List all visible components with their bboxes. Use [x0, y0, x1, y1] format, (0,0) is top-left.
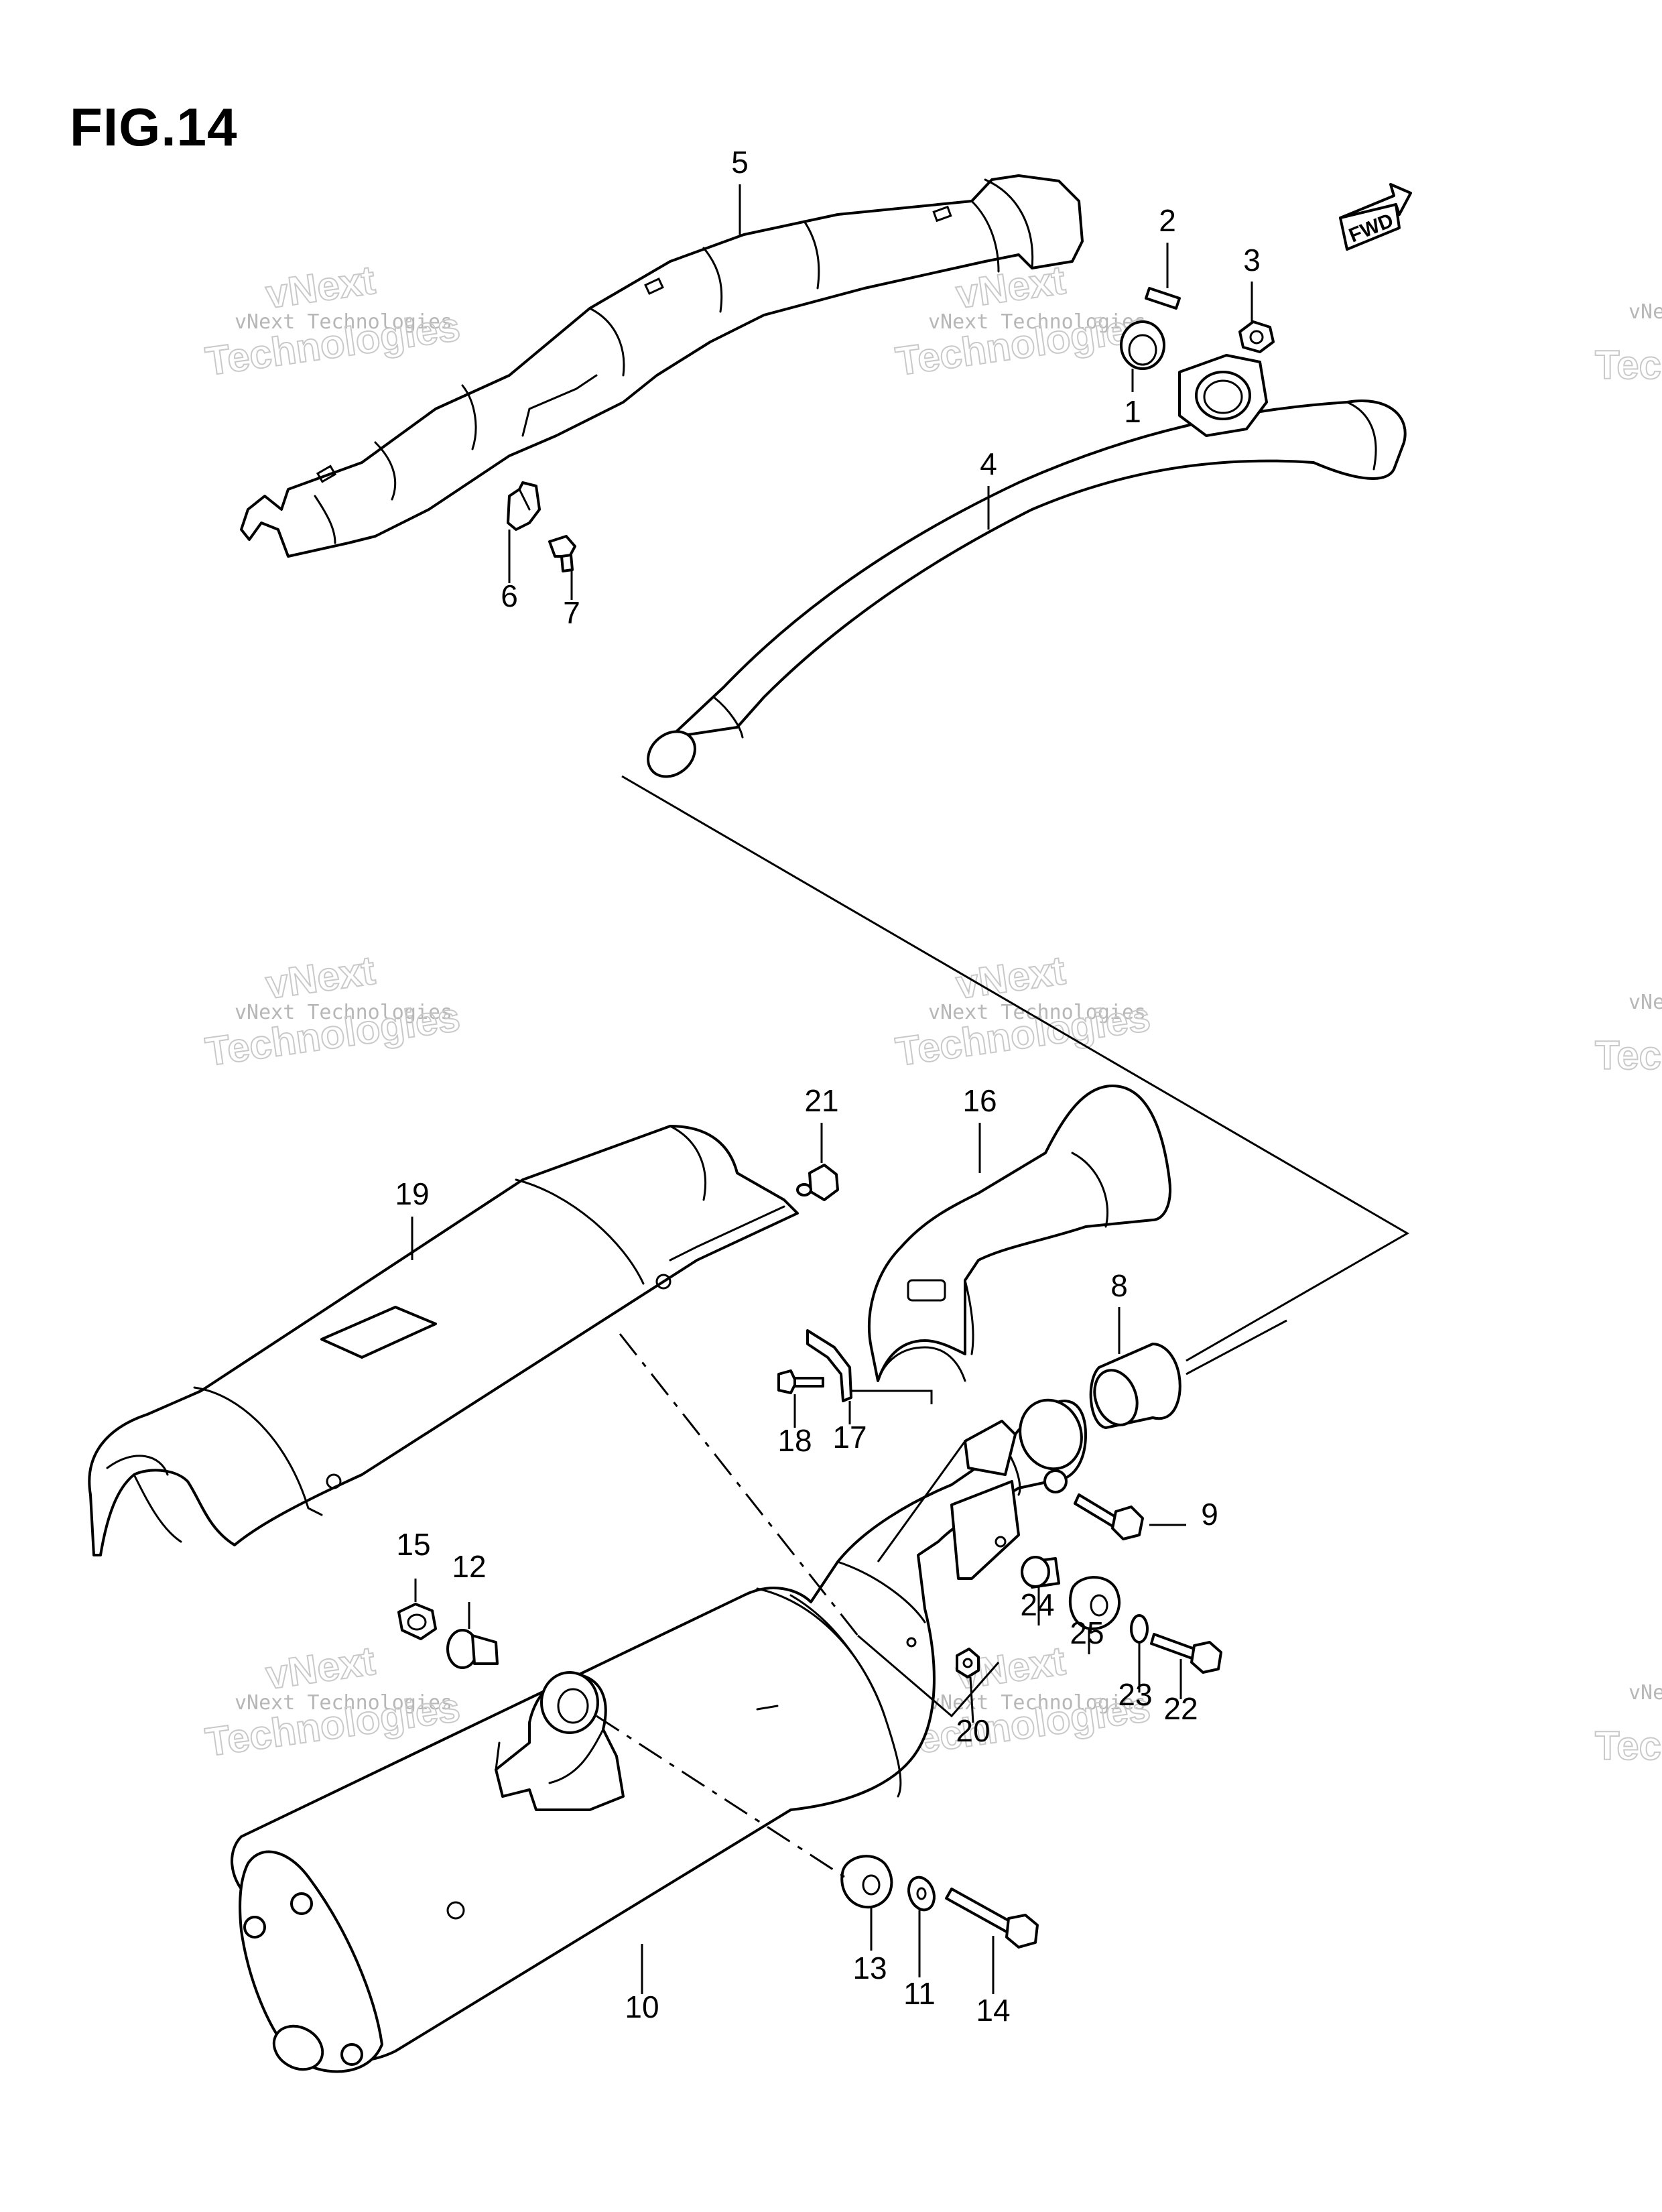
- callout-number-9: 9: [1201, 1497, 1218, 1532]
- callout-number-11: 11: [903, 1976, 936, 2011]
- stud-bolt: [1145, 287, 1181, 310]
- callout-number-13: 13: [852, 1951, 887, 1985]
- watermark-text: vNext Technologies: [235, 1691, 452, 1715]
- watermark-text: vNext Technologies: [928, 1001, 1146, 1024]
- watermark-edge: vNe: [1628, 991, 1662, 1014]
- watermark-text: vNext Technologies: [235, 1001, 452, 1024]
- callout-number-7: 7: [563, 595, 580, 630]
- callout-number-14: 14: [976, 1993, 1010, 2028]
- joint-bolt: [1074, 1493, 1186, 1540]
- shield-clamp: [507, 481, 541, 531]
- shield-bolt: [548, 535, 576, 572]
- callout-number-8: 8: [1110, 1268, 1128, 1303]
- muffler-heat-shield: [88, 1125, 799, 1556]
- watermark-text: vNext Technologies: [928, 310, 1146, 334]
- mounting-bolt-upper: [1150, 1633, 1222, 1699]
- figure-title: FIG.14: [70, 97, 238, 157]
- callout-number-15: 15: [396, 1527, 430, 1562]
- washer: [1130, 1614, 1149, 1693]
- leader-line: [857, 1634, 1000, 1718]
- watermark-edge: Tec: [1595, 1723, 1661, 1768]
- watermark-edge: Tec: [1595, 343, 1661, 387]
- callout-number-6: 6: [501, 578, 518, 613]
- callout-number-2: 2: [1159, 203, 1176, 238]
- watermark-top: vNext: [263, 257, 377, 317]
- callout-number-10: 10: [625, 1989, 659, 2024]
- watermark-edge: Tec: [1595, 1033, 1661, 1078]
- callout-number-12: 12: [452, 1549, 486, 1584]
- watermark-edge: vNe: [1628, 1681, 1662, 1705]
- callout-number-23: 23: [1118, 1677, 1152, 1712]
- gasket: [1120, 320, 1165, 370]
- watermark-top: vNext: [953, 948, 1068, 1007]
- muffler-nut: [956, 1648, 980, 1723]
- rubber-cushion: [1068, 1576, 1121, 1654]
- pipe-joint-gasket: [1089, 1319, 1287, 1429]
- watermark-top: vNext: [263, 948, 377, 1007]
- callout-number-20: 20: [956, 1713, 990, 1748]
- leader-lines: [411, 184, 1253, 1994]
- callout-number-5: 5: [731, 145, 749, 180]
- callout-number-25: 25: [1070, 1615, 1104, 1650]
- watermark-text: vNext Technologies: [235, 310, 452, 334]
- hanger-cushion: [840, 1855, 893, 1951]
- fwd-arrow-icon: FWD: [1339, 183, 1412, 251]
- callout-number-3: 3: [1243, 243, 1261, 278]
- hanger-bolt: [945, 1888, 1039, 1994]
- watermark-top: vNext: [263, 1638, 377, 1698]
- muffler: [231, 1398, 1087, 2073]
- watermark-edge: vNe: [1628, 300, 1662, 324]
- exhaust-pipe: [647, 354, 1407, 778]
- shield-clip: [806, 1329, 933, 1404]
- damper-collar: [1021, 1556, 1060, 1625]
- hanger-washer: [907, 1876, 936, 1977]
- callout-number-16: 16: [962, 1083, 997, 1118]
- callout-number-1: 1: [1124, 394, 1141, 429]
- assembly-centerline: [619, 1333, 859, 1636]
- callout-number-19: 19: [395, 1176, 429, 1211]
- hanger-collar: [446, 1602, 499, 1669]
- assembly-guide-line: [621, 775, 1409, 1362]
- flange-nut: [1238, 320, 1275, 353]
- heat-shield-upper: [240, 174, 1084, 558]
- watermark-text: vNext Technologies: [928, 1691, 1146, 1715]
- callout-number-18: 18: [777, 1423, 812, 1458]
- shield-nut: [796, 1164, 839, 1201]
- leader-line: [877, 1440, 966, 1562]
- clip-bolt: [777, 1369, 824, 1394]
- connector-heat-shield: [868, 1085, 1171, 1382]
- hanger-nut: [397, 1579, 437, 1640]
- callout-number-4: 4: [980, 446, 997, 481]
- callout-number-22: 22: [1163, 1691, 1198, 1726]
- callout-number-21: 21: [804, 1083, 838, 1118]
- callout-number-24: 24: [1020, 1587, 1054, 1622]
- callout-number-17: 17: [832, 1420, 867, 1455]
